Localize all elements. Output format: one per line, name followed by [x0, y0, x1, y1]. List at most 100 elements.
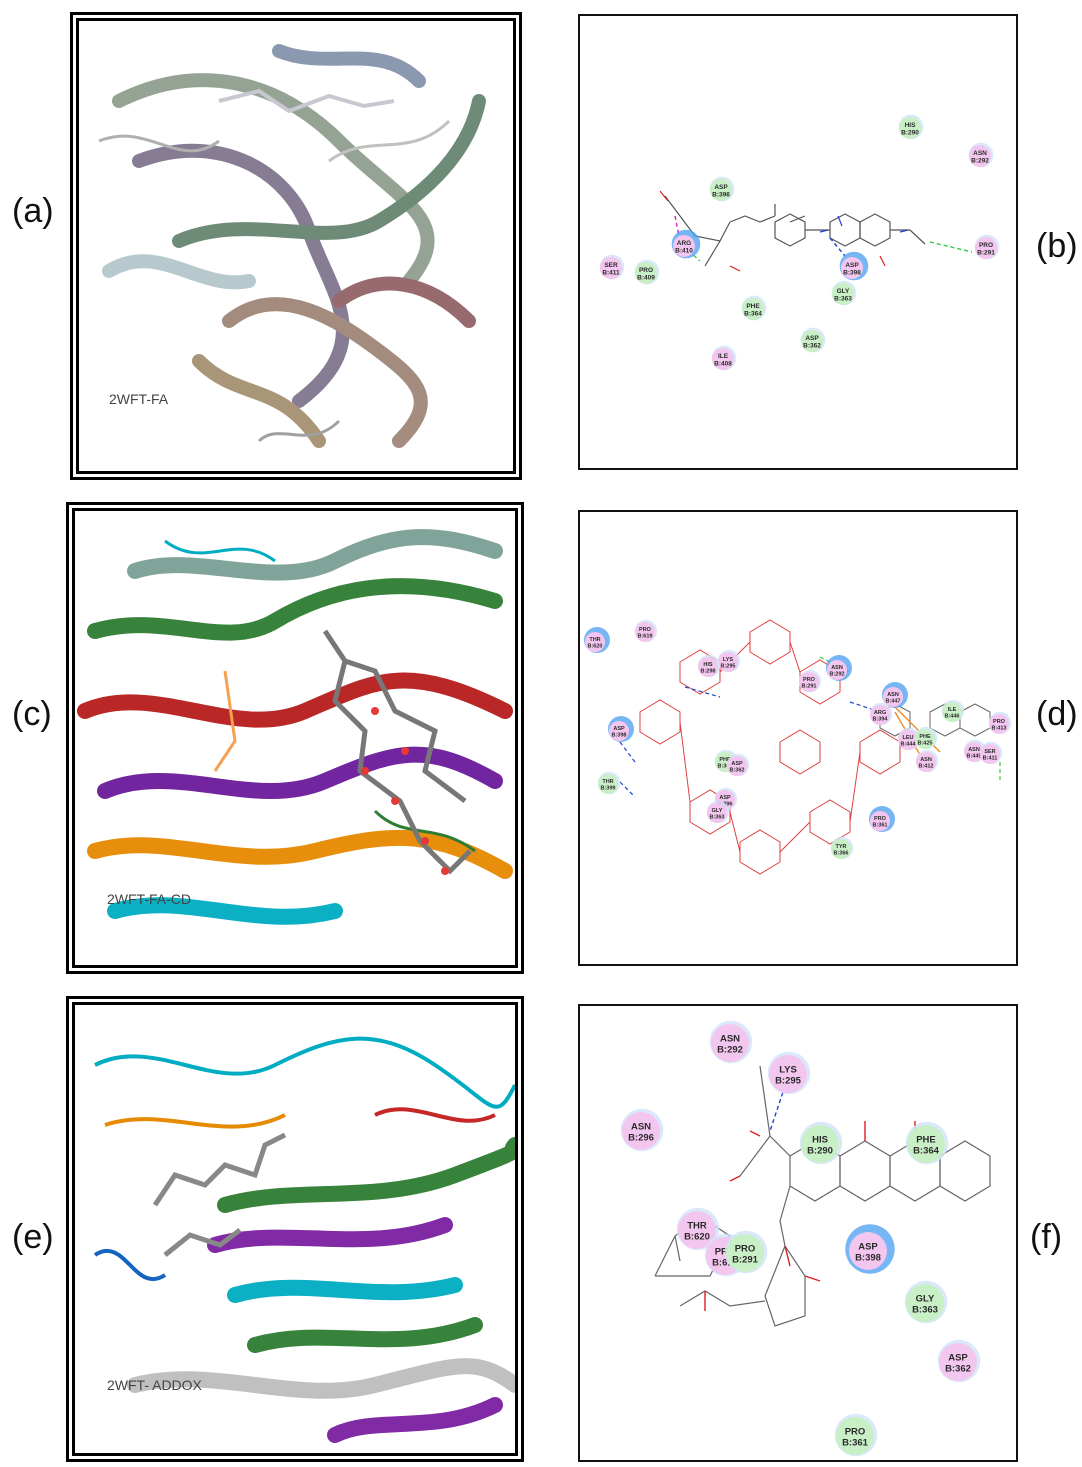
residue-id: B:364	[744, 311, 762, 318]
residue-name: ASP	[714, 184, 728, 191]
ribbon-illustration-a	[98, 44, 486, 448]
residue-disc	[975, 237, 997, 259]
residue-disc	[906, 1284, 944, 1322]
residue-name: HIS	[703, 662, 713, 668]
residue-name: GLY	[916, 1294, 935, 1305]
residue-name: PHE	[919, 734, 931, 740]
residue-id: B:362	[803, 343, 821, 350]
residue-name: PRO	[639, 627, 652, 633]
residue-id: B:411	[602, 270, 620, 277]
residue-disc	[849, 1232, 887, 1270]
residue-disc	[726, 1234, 764, 1272]
residue-id: B:292	[830, 672, 845, 678]
residue-disc	[600, 257, 622, 279]
residue-name: THR	[602, 779, 613, 785]
residue-disc	[841, 257, 863, 279]
residue-name: ASN	[968, 747, 980, 753]
residue-name: PHE	[719, 757, 731, 763]
residue-disc	[907, 1125, 945, 1163]
residue-name: PRO	[639, 267, 653, 274]
residue-name: ASP	[805, 335, 819, 342]
residue-name: ILE	[948, 707, 957, 713]
residue-name: THR	[687, 1221, 707, 1232]
residue-name: SER	[984, 749, 995, 755]
residue-disc	[712, 348, 734, 370]
residue-id: B:364	[913, 1146, 940, 1157]
residue-disc	[799, 672, 819, 692]
residue-id: B:396	[712, 192, 730, 199]
residue-name: ASP	[731, 761, 743, 767]
residue-disc	[711, 1024, 749, 1062]
residue-disc	[718, 652, 738, 672]
residue-group-d: THRB:620PROB:619ASNB:292PROB:291LYSB:295…	[584, 619, 1012, 860]
residue-id: B:363	[710, 815, 725, 821]
residue-id: B:291	[732, 1255, 759, 1266]
residue-id: B:399	[601, 786, 616, 792]
residue-name: ARG	[677, 240, 691, 247]
residue-name: THR	[589, 637, 600, 643]
panel-label-d: (d)	[1036, 695, 1078, 733]
residue-id: B:364	[718, 764, 734, 770]
residue-name: ASN	[973, 150, 987, 157]
residue-id: B:363	[834, 296, 852, 303]
residue-disc	[831, 839, 851, 859]
residue-id: B:363	[912, 1305, 938, 1316]
residue-disc	[916, 752, 936, 772]
residue-name: LEU	[903, 735, 914, 741]
residue-group-b: HISB:290ASNB:292ASPB:396ARGB:410SERB:411…	[599, 114, 1000, 371]
residue-name: ASP	[948, 1353, 968, 1364]
residue-disc	[942, 702, 962, 722]
residue-name: LYS	[723, 657, 734, 663]
protein-render-a: 2WFT-FA	[70, 12, 522, 480]
residue-name: ASN	[920, 757, 932, 763]
residue-disc	[698, 657, 718, 677]
panel-label-f: (f)	[1030, 1218, 1063, 1256]
residue-disc	[673, 235, 695, 257]
ribbon-illustration-c	[77, 529, 513, 925]
residue-disc	[742, 298, 764, 320]
residue-name: ASN	[831, 665, 843, 671]
residue-id: B:295	[775, 1076, 802, 1087]
residue-id: B:444	[901, 742, 917, 748]
residue-id: B:409	[637, 275, 655, 282]
panel-label-c: (c)	[12, 695, 52, 733]
residue-name: ASP	[845, 262, 859, 269]
residue-id: B:398	[855, 1253, 881, 1264]
render-caption-c: 2WFT-FA-CD	[107, 891, 191, 907]
residue-disc	[870, 811, 890, 831]
residue-id: B:412	[919, 764, 934, 770]
residue-name: ASN	[720, 1034, 740, 1045]
residue-id: B:398	[843, 270, 861, 277]
residue-name: PHE	[916, 1135, 936, 1146]
residue-disc	[915, 729, 935, 749]
residue-disc	[635, 622, 655, 642]
residue-disc	[883, 687, 903, 707]
residue-name: PRO	[979, 242, 993, 249]
